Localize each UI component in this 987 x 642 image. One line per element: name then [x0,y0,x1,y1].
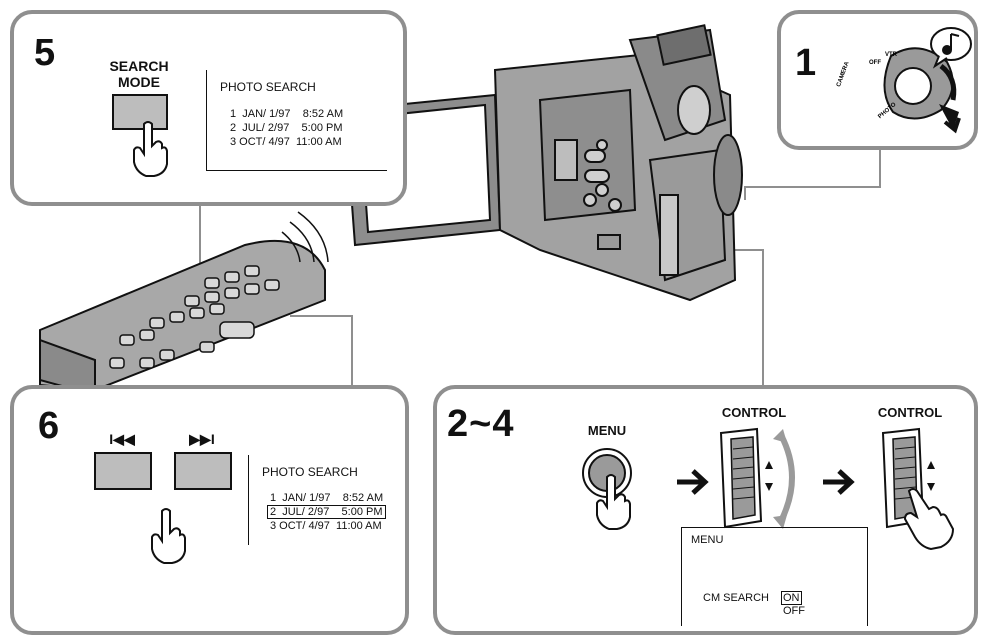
photo-search-title: PHOTO SEARCH [220,80,316,94]
step-6-panel: 6 I◀◀ ▶▶I PHOTO SEARCH 1 JAN/ 1/97 8:52 … [10,385,409,635]
photo-search-row-2: 2 JUL/ 2/97 5:00 PM [230,122,343,134]
next-symbol-label: ▶▶I [189,431,215,447]
dial-label-camera: CAMERA [836,60,851,87]
search-mode-label-line2: MODE [118,74,160,90]
power-switch-dial-icon: CAMERA OFF VTR PHOTO [836,27,972,134]
search-mode-button[interactable] [112,94,168,130]
control-dial-rotate-icon[interactable] [707,425,817,545]
search-mode-label-line1: SEARCH [109,58,169,74]
previous-symbol-label: I◀◀ [109,431,135,447]
menu-button-label: MENU [587,423,627,438]
photo-search-title: PHOTO SEARCH [262,465,358,479]
menu-button-icon [582,448,632,530]
step-2-4-panel: 2~4 MENU CONTROL CONTROL MENU CM SEARCH … [433,385,978,635]
photo-search-osd-top [206,70,387,171]
remote-illustration [39,211,329,397]
pressing-hand-icon [133,121,168,177]
step-5-panel: 5 SEARCH MODE PHOTO SEARCH 1 JAN/ 1/97 8… [10,10,407,206]
menu-osd-on-option: ON [781,591,802,605]
step-number: 1 [795,42,817,84]
right-arrow-icon [677,469,709,495]
menu-osd-off-option: OFF [783,605,805,617]
previous-button[interactable] [94,452,152,490]
control-dial-label-2: CONTROL [877,405,943,420]
photo-search-row-1: 1 JAN/ 1/97 8:52 AM [230,108,344,120]
step-number: 2~4 [447,403,515,445]
photo-search-osd-bottom [248,455,407,545]
photo-search-row-3: 3 OCT/ 4/97 11:00 AM [230,136,342,148]
photo-search-row-2-selected: 2 JUL/ 2/97 5:00 PM [267,505,386,519]
step-number: 5 [34,32,56,74]
dial-label-off: OFF [869,60,881,66]
menu-osd-title: MENU [691,534,724,546]
step-1-panel: 1 CAMERA OFF VTR PHOTO [777,10,978,150]
photo-search-row-3: 3 OCT/ 4/97 11:00 AM [270,520,382,532]
menu-osd-item: CM SEARCH [703,592,770,604]
right-arrow-icon [823,469,855,495]
dial-label-vtr: VTR [885,52,898,58]
next-button[interactable] [174,452,232,490]
photo-search-row-1: 1 JAN/ 1/97 8:52 AM [270,492,384,504]
control-dial-press-icon[interactable] [869,425,979,565]
pressing-hand-icon [151,508,186,564]
step-number: 6 [38,405,60,447]
menu-osd [681,527,868,626]
control-dial-label-1: CONTROL [721,405,787,420]
